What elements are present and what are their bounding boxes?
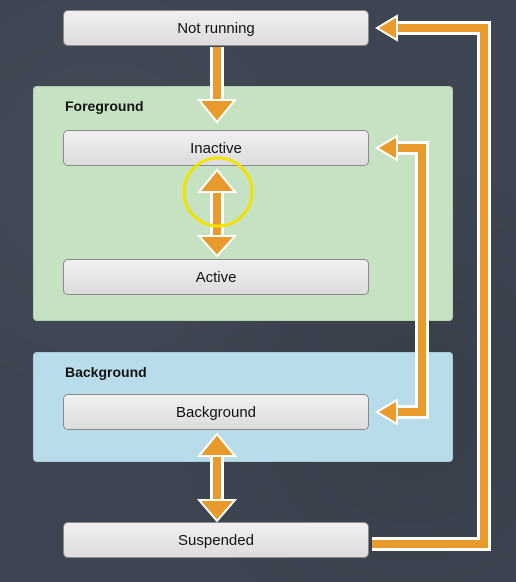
state-background: Background: [63, 394, 369, 430]
foreground-region-title: Foreground: [65, 98, 144, 114]
state-suspended: Suspended: [63, 522, 369, 558]
state-active: Active: [63, 259, 369, 295]
background-region-title: Background: [65, 364, 147, 380]
background-inactive-arrow: [392, 141, 429, 419]
state-inactive: Inactive: [63, 130, 369, 166]
not-running-to-inactive-arrow: [196, 47, 238, 124]
background-suspended-arrow: [196, 432, 238, 523]
inactive-active-arrow: [196, 168, 238, 258]
state-not-running: Not running: [63, 10, 369, 46]
